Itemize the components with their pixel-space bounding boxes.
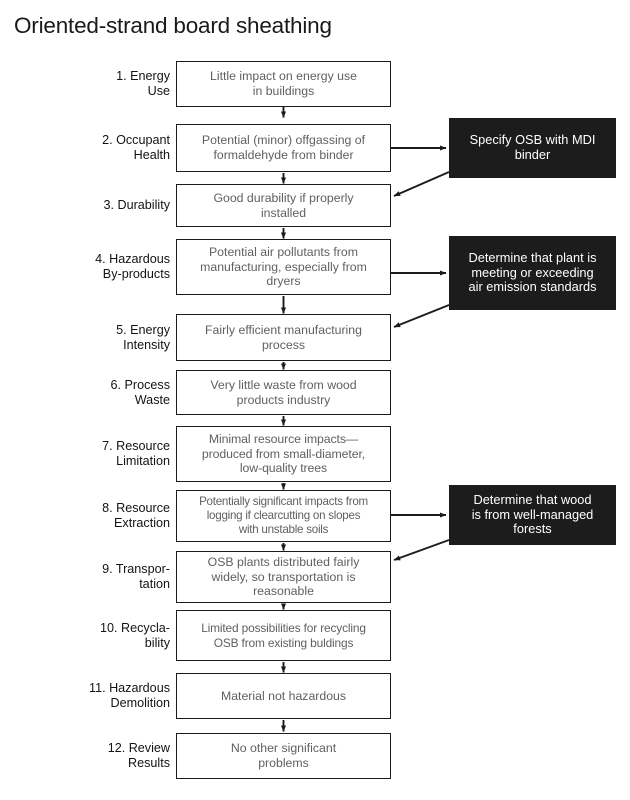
criterion-label-text: 10. Recycla- bility <box>100 620 170 650</box>
criterion-box-7[interactable]: Minimal resource impacts— produced from … <box>176 426 391 482</box>
criterion-label-12: 12. Review Results <box>8 733 170 779</box>
criterion-box-text: Potential (minor) offgassing of formalde… <box>201 133 366 162</box>
criterion-label-4: 4. Hazardous By-products <box>8 239 170 295</box>
criterion-label-text: 11. Hazardous Demolition <box>89 681 170 710</box>
action-box-3[interactable]: Determine that wood is from well-managed… <box>449 485 616 545</box>
criterion-label-text: 5. Energy Intensity <box>116 322 170 352</box>
criterion-label-1: 1. Energy Use <box>8 61 170 107</box>
criterion-box-text: OSB plants distributed fairly widely, so… <box>207 554 360 599</box>
criterion-label-7: 7. Resource Limitation <box>8 426 170 482</box>
page-title: Oriented-strand board sheathing <box>14 13 332 38</box>
criterion-box-text: Fairly efficient manufacturing process <box>205 322 362 352</box>
criterion-box-text: Good durability if properly installed <box>213 190 354 220</box>
criterion-label-text: 12. Review Results <box>107 741 170 770</box>
criterion-box-10[interactable]: Limited possibilities for recycling OSB … <box>176 610 391 661</box>
criterion-box-2[interactable]: Potential (minor) offgassing of formalde… <box>176 124 391 172</box>
criterion-box-9[interactable]: OSB plants distributed fairly widely, so… <box>176 551 391 603</box>
criterion-label-5: 5. Energy Intensity <box>8 314 170 361</box>
criterion-box-11[interactable]: Material not hazardous <box>176 673 391 719</box>
criterion-box-text: Very little waste from wood products ind… <box>210 377 357 407</box>
criterion-box-text: Potentially significant impacts from log… <box>199 495 368 536</box>
action-box-text: Specify OSB with MDI binder <box>469 132 596 162</box>
action-box-text: Determine that plant is meeting or excee… <box>468 249 597 295</box>
criterion-label-8: 8. Resource Extraction <box>8 490 170 542</box>
criterion-box-8[interactable]: Potentially significant impacts from log… <box>176 490 391 542</box>
criterion-label-text: 1. Energy Use <box>116 69 170 98</box>
action-return-arrows <box>393 171 450 561</box>
criterion-box-text: Limited possibilities for recycling OSB … <box>201 621 366 650</box>
criterion-box-1[interactable]: Little impact on energy use in buildings <box>176 61 391 107</box>
criterion-label-text: 3. Durability <box>103 198 171 213</box>
criterion-label-2: 2. Occupant Health <box>8 124 170 172</box>
criterion-box-12[interactable]: No other significant problems <box>176 733 391 779</box>
criterion-label-text: 8. Resource Extraction <box>102 501 170 530</box>
criterion-label-text: 9. Transpor- tation <box>102 562 170 591</box>
criterion-box-4[interactable]: Potential air pollutants from manufactur… <box>176 239 391 295</box>
criterion-label-6: 6. Process Waste <box>8 370 171 415</box>
criterion-box-6[interactable]: Very little waste from wood products ind… <box>176 370 391 415</box>
criterion-label-text: 7. Resource Limitation <box>102 439 170 468</box>
criterion-label-9: 9. Transpor- tation <box>8 551 170 603</box>
action-box-1[interactable]: Specify OSB with MDI binder <box>449 118 616 178</box>
action-outgoing-arrows <box>391 145 447 518</box>
criterion-label-3: 3. Durability <box>8 184 171 227</box>
criterion-label-text: 6. Process Waste <box>110 377 171 407</box>
criterion-box-text: Material not hazardous <box>220 688 347 703</box>
action-box-2[interactable]: Determine that plant is meeting or excee… <box>449 236 616 310</box>
criterion-box-3[interactable]: Good durability if properly installed <box>176 184 391 227</box>
criterion-label-text: 2. Occupant Health <box>102 133 170 162</box>
action-box-text: Determine that wood is from well-managed… <box>471 491 594 537</box>
criterion-box-text: No other significant problems <box>230 741 337 770</box>
criterion-box-text: Little impact on energy use in buildings <box>210 69 357 98</box>
criterion-label-text: 4. Hazardous By-products <box>95 252 170 281</box>
criterion-box-text: Potential air pollutants from manufactur… <box>200 244 367 289</box>
criterion-box-5[interactable]: Fairly efficient manufacturing process <box>176 314 391 361</box>
criterion-box-text: Minimal resource impacts— produced from … <box>201 431 366 476</box>
criterion-label-11: 11. Hazardous Demolition <box>8 673 170 719</box>
criterion-label-10: 10. Recycla- bility <box>8 610 170 661</box>
